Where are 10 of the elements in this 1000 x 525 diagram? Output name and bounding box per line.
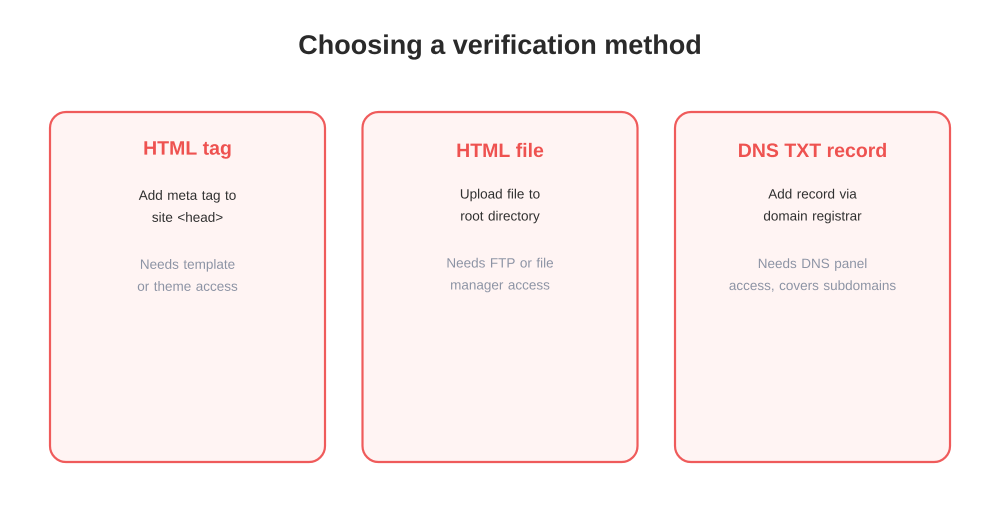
- card-heading: DNS TXT record: [739, 142, 886, 158]
- card-description: Add record via domain registrar: [764, 188, 862, 224]
- card-note: Needs template or theme access: [138, 259, 238, 291]
- card-heading: HTML file: [457, 142, 544, 158]
- card-note: Needs DNS panel access, covers subdomains: [729, 258, 896, 292]
- card-description: Add meta tag to site <head>: [138, 190, 236, 222]
- card-description: Upload file to root directory: [460, 188, 540, 224]
- card-note: Needs FTP or file manager access: [447, 258, 554, 292]
- title: Choosing a verification method: [299, 34, 700, 60]
- card-heading: HTML tag: [144, 141, 231, 159]
